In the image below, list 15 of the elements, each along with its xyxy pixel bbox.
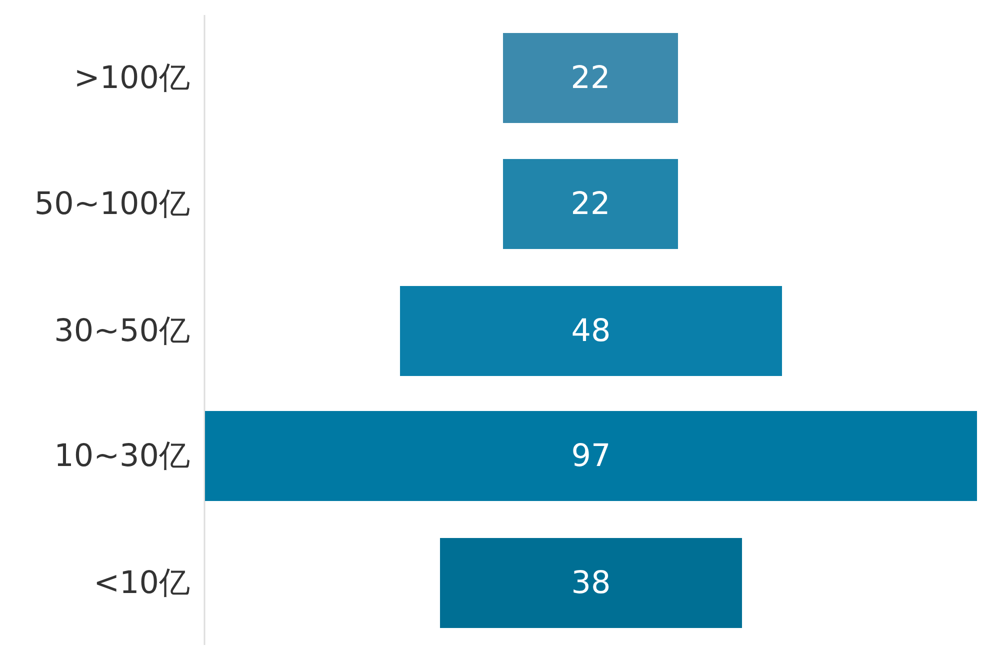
funnel-band	[503, 159, 678, 249]
funnel-band	[205, 411, 977, 501]
category-label: <10亿	[94, 564, 190, 603]
category-label: 30~50亿	[54, 312, 190, 351]
funnel-band	[503, 33, 678, 123]
value-label: 22	[570, 60, 610, 96]
funnel-band	[400, 286, 782, 376]
funnel-band	[440, 538, 742, 628]
category-label: 10~30亿	[54, 437, 190, 476]
category-label: >100亿	[74, 59, 190, 98]
value-label: 97	[571, 438, 611, 474]
category-label: 50~100亿	[34, 185, 190, 224]
value-label: 48	[571, 313, 611, 349]
value-label: 22	[570, 186, 610, 222]
value-label: 38	[571, 565, 611, 601]
